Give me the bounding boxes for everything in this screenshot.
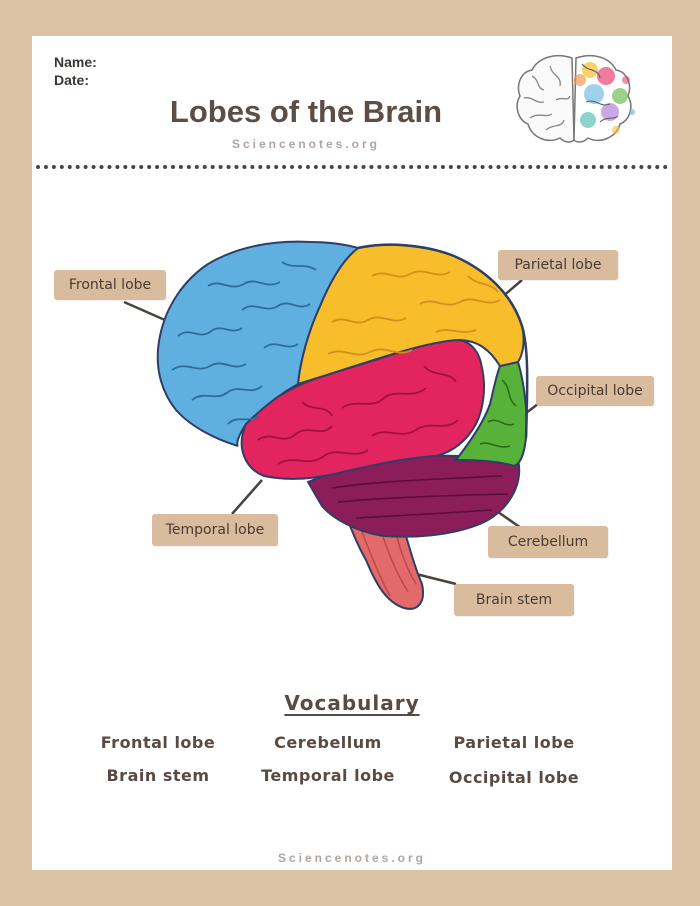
vocab-word: Frontal lobe <box>100 733 216 752</box>
label-temporal-lobe: Temporal lobe <box>152 514 278 546</box>
brain-sketch-icon <box>516 54 635 143</box>
header-site: Sciencenotes.org <box>231 137 381 151</box>
footer-site: Sciencenotes.org <box>277 851 427 865</box>
page-title: Lobes of the Brain <box>169 94 443 129</box>
vocab-word: Parietal lobe <box>453 733 575 752</box>
header-divider <box>36 165 668 169</box>
vocab-word: Brain stem <box>106 766 210 785</box>
label-occipital-lobe: Occipital lobe <box>536 376 654 406</box>
frontal-region <box>156 240 361 447</box>
vocab-word: Temporal lobe <box>261 766 395 785</box>
label-parietal-lobe: Parietal lobe <box>498 250 618 280</box>
name-label: Name: <box>54 54 97 70</box>
label-cerebellum: Cerebellum <box>488 526 608 558</box>
date-label: Date: <box>54 72 90 88</box>
vocabulary-title: Vocabulary <box>284 691 420 715</box>
label-brain-stem: Brain stem <box>454 584 574 616</box>
vocab-word: Occipital lobe <box>448 768 580 787</box>
worksheet-page: Name: Date: Lobes of the Brain Scienceno… <box>32 36 672 870</box>
brain-diagram <box>123 240 539 610</box>
vocab-word: Cerebellum <box>274 733 382 752</box>
label-frontal-lobe: Frontal lobe <box>54 270 166 300</box>
